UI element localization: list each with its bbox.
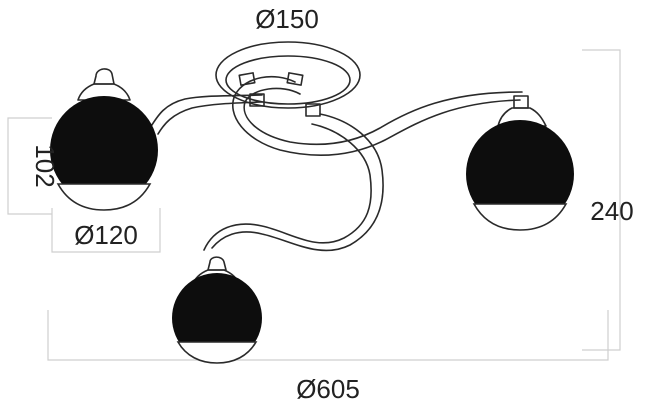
right-shade [466, 95, 574, 231]
dimension-lines [7, 49, 621, 361]
shade-diameter-dimension-line [51, 208, 161, 253]
left-arm-upper [149, 94, 263, 129]
swirl-arm-lower [243, 87, 523, 146]
shade-height-dimension-line [7, 117, 52, 215]
bottom-shade-glass [172, 273, 262, 363]
shade-height-label: 102 [30, 144, 60, 187]
left-shade [50, 68, 158, 211]
swirl-arm-upper [232, 75, 521, 156]
right-shade-socket-cap [513, 95, 529, 109]
bottom-shade-clear-band [176, 341, 258, 364]
arms [149, 72, 523, 252]
overall-height-dimension-line [582, 49, 621, 351]
right-shade-clear-band [472, 203, 568, 231]
left-arm-lower [157, 101, 263, 135]
left-shade-socket [77, 83, 131, 101]
arm-clamp [286, 72, 304, 86]
canopy-plate [215, 41, 361, 109]
arm-clamp [249, 93, 265, 107]
bottom-arm-upper [211, 113, 384, 252]
overall-diameter-label: Ø605 [296, 374, 360, 404]
dimension-labels: Ø150 102 Ø120 240 Ø605 [30, 4, 634, 404]
left-shade-clear-band [56, 183, 152, 211]
arm-clamp [305, 103, 321, 117]
bottom-arm-lower [203, 123, 372, 251]
right-shade-glass [466, 120, 574, 228]
left-shade-socket-cap [93, 68, 115, 85]
canopy-diameter-label: Ø150 [255, 4, 319, 34]
overall-diameter-dimension-line [47, 310, 609, 361]
right-shade-socket [497, 107, 547, 127]
shade-diameter-label: Ø120 [74, 220, 138, 250]
canopy [215, 41, 361, 109]
canopy-plate-rim [225, 55, 351, 105]
arm-clamp [238, 72, 256, 86]
bottom-shade [172, 256, 262, 364]
bottom-shade-socket-cap [207, 256, 227, 271]
left-shade-glass [50, 96, 158, 204]
overall-height-label: 240 [590, 196, 633, 226]
